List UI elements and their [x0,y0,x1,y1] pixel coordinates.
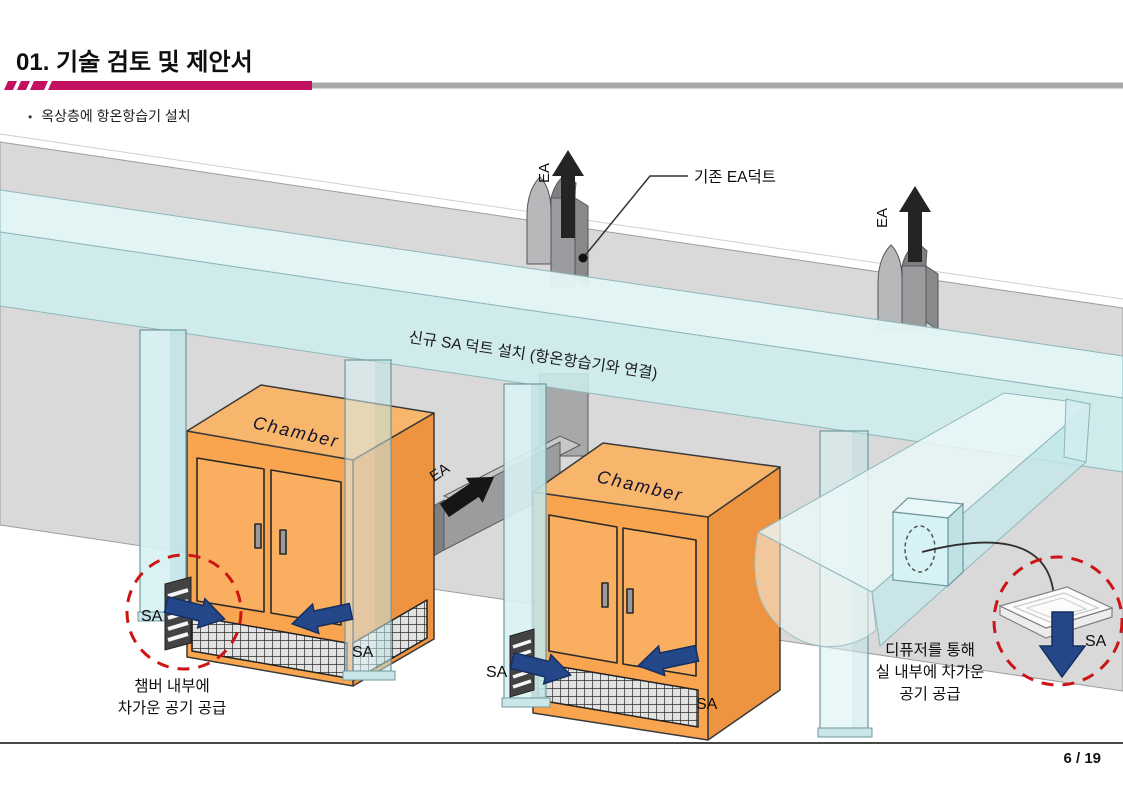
ea-up-arrow-2 [899,186,931,262]
sa-drop-column-1 [137,329,191,622]
ea-callout-leader [582,175,688,259]
accent-main-bar [48,81,312,90]
sa-label-2: SA [352,644,374,661]
door-handle [279,529,287,555]
door-handle [254,523,262,549]
sa-label-1: SA [141,608,163,625]
title-underline-bar [4,81,1123,90]
sa-main-duct [0,189,1123,473]
door-handle [601,582,609,608]
chamber-2-door-left [548,514,618,664]
bullet-text: 옥상층에 항온항습기 설치 [41,108,191,124]
ea-up-arrow-1 [552,150,584,238]
existing-ea-duct-label: 기존 EA덕트 [694,168,776,186]
sa-label-4: SA [696,696,718,713]
accent-gray-tail [312,82,1123,89]
sa-down-arrow [1038,611,1087,679]
door-handle [626,588,634,614]
diffuser-leader-line [921,541,1055,599]
accent-tick [4,81,17,90]
sa-branch-duct [754,392,1092,648]
highlight-circle-chamber-intake [125,553,243,671]
chamber-supply-caption-line2: 차가운 공기 공급 [118,699,226,717]
diffuser-supply-caption-line3: 공기 공급 [899,685,960,703]
ea-label-2: EA [874,208,891,228]
page-number: 6 / 19 [1063,750,1101,767]
footer-divider [0,742,1123,744]
sa-drop-column-2 [342,359,396,681]
chamber-1-door-right [270,469,342,626]
round-duct-connection-box [891,497,965,588]
ea-label-1: EA [536,163,553,183]
diffuser-supply-caption-line2: 실 내부에 차가운 [876,663,984,681]
chamber-supply-caption-line1: 챔버 내부에 [134,677,210,695]
highlight-circle-diffuser [992,555,1123,687]
accent-tick [17,81,30,90]
sa-label-5: SA [1085,633,1107,650]
page-title: 01. 기술 검토 및 제안서 [16,49,253,76]
diffuser-supply-caption-line1: 디퓨저를 통해 [885,641,975,659]
bullet-item: 옥상층에 항온항습기 설치 [28,106,191,126]
ea-callout-dot [578,253,588,263]
chamber-2-door-right [622,527,697,677]
sa-flow-arrows [161,589,1087,691]
accent-tick [30,81,48,90]
chamber-1-door-left [196,457,265,613]
sa-label-3: SA [486,664,508,681]
